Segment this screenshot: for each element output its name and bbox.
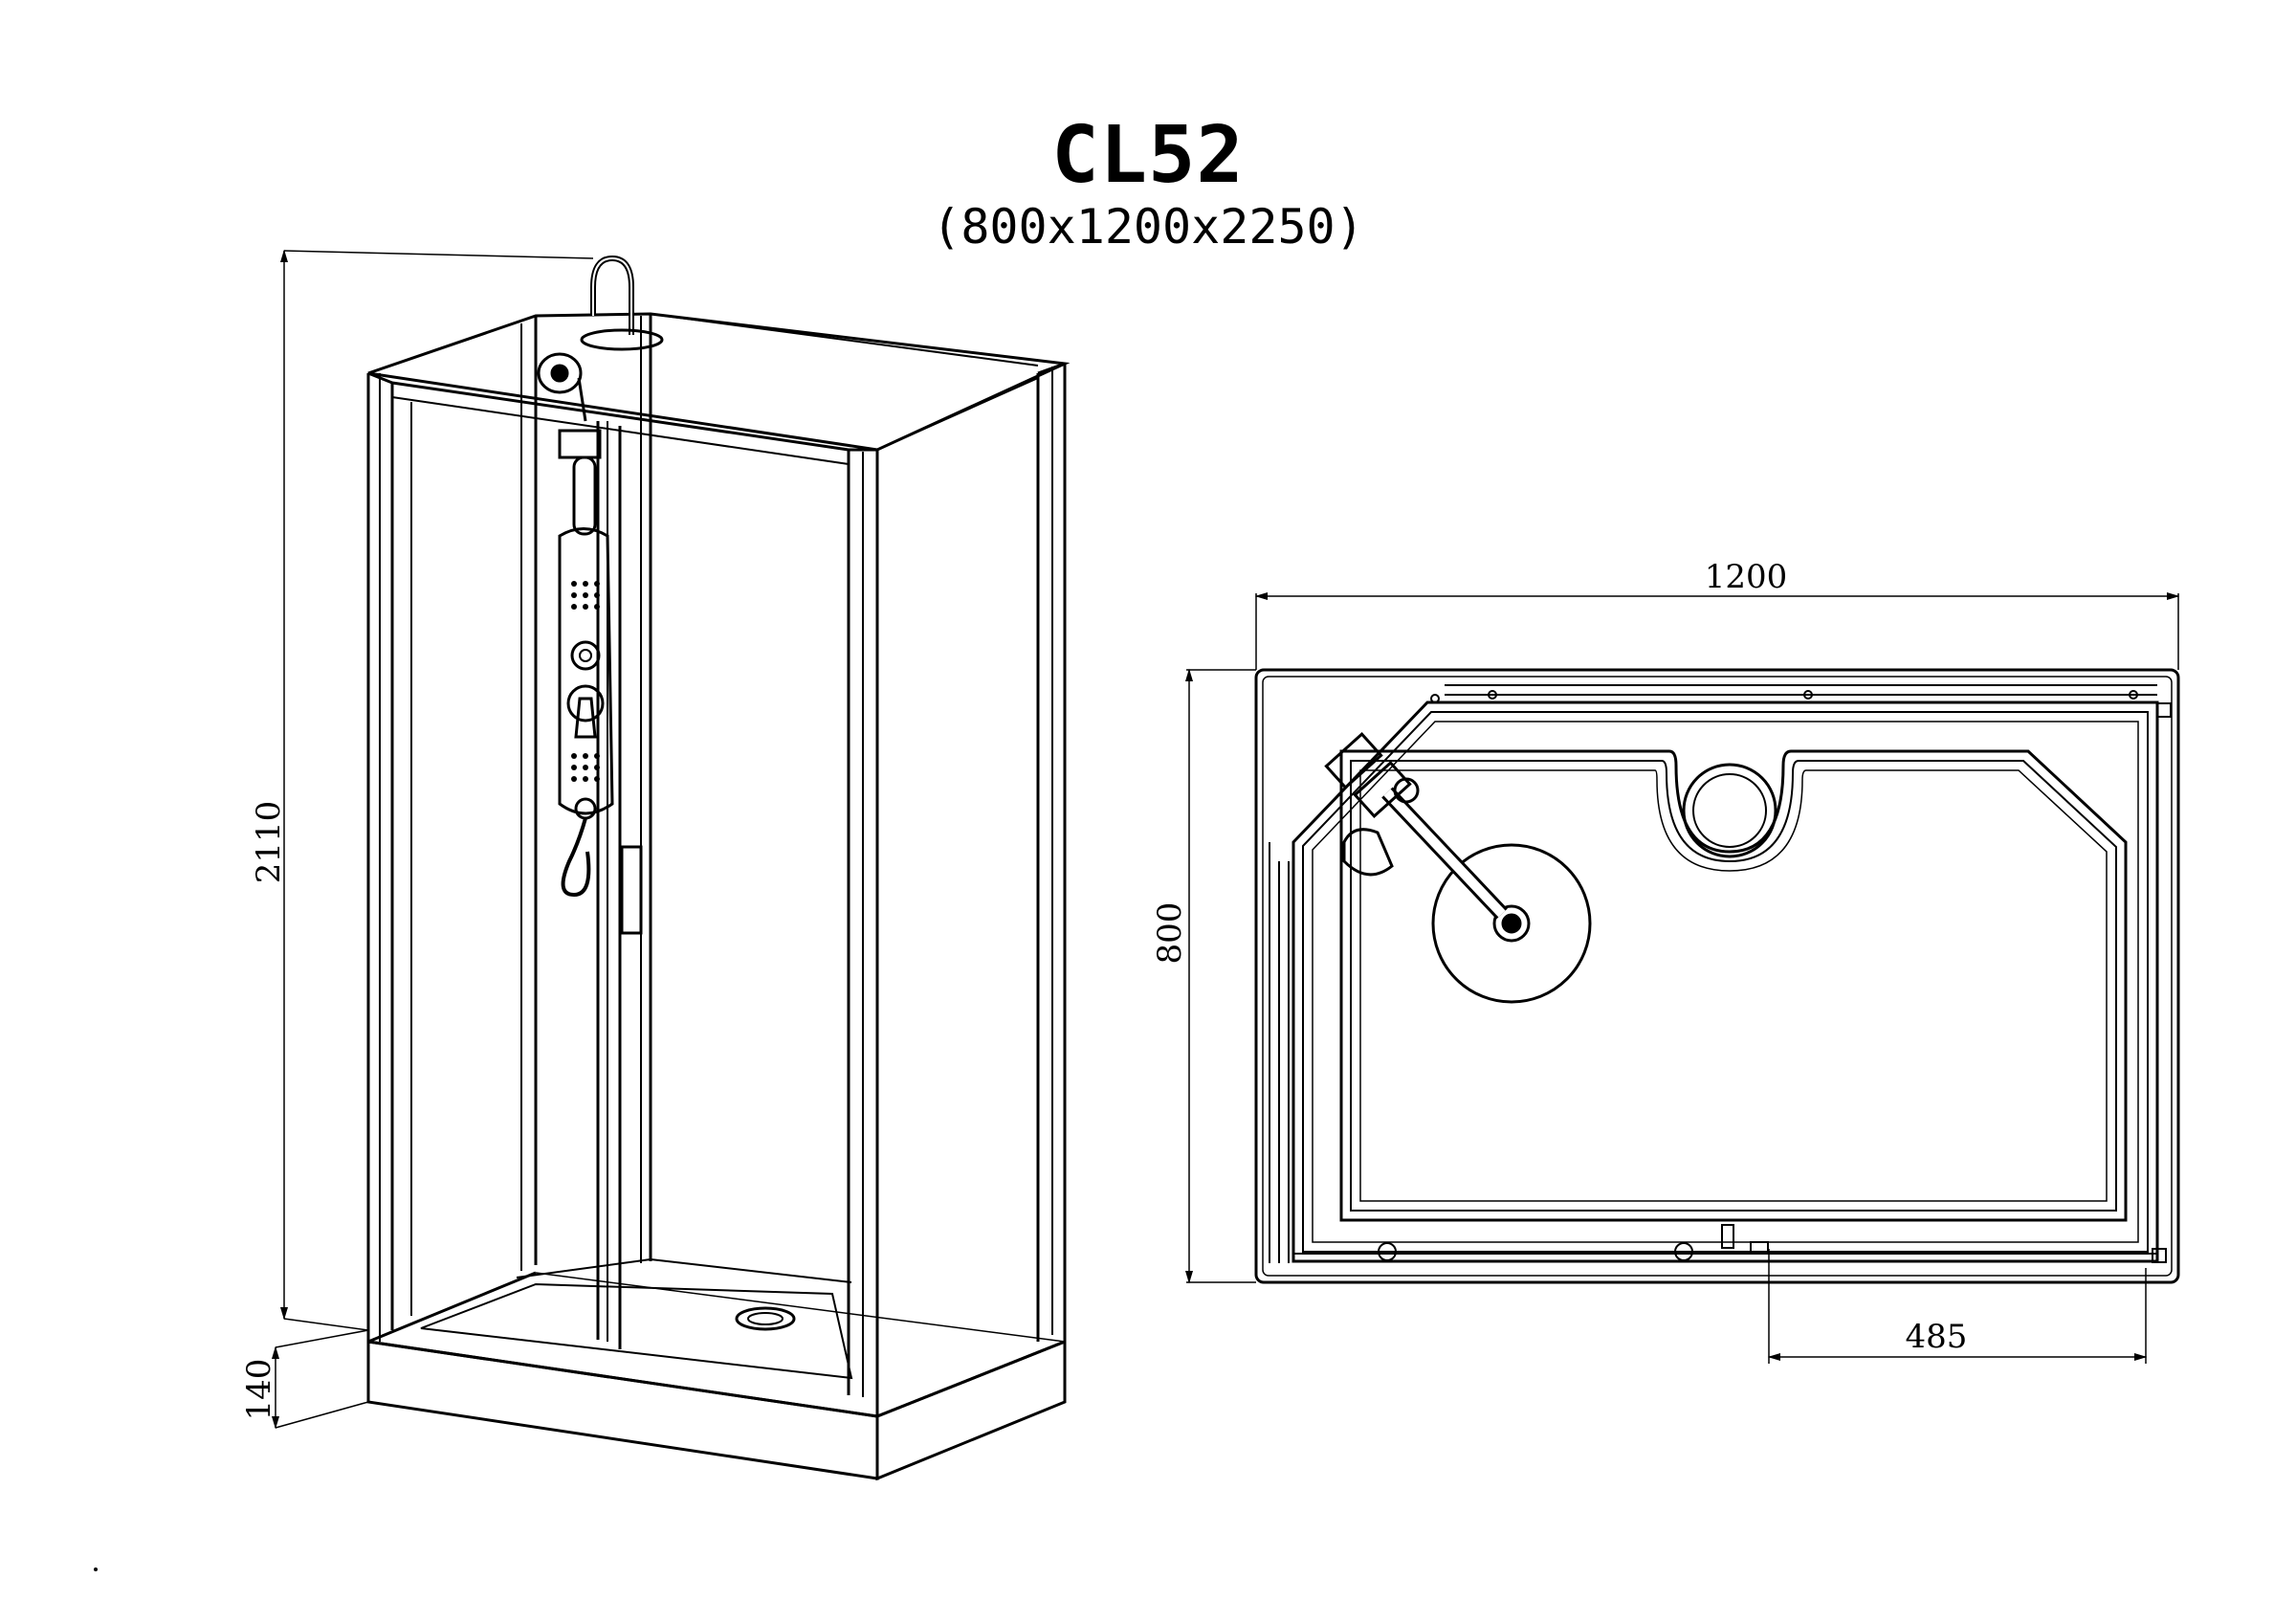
- door-handle: [620, 845, 643, 935]
- tray-height-label: 140: [240, 1359, 278, 1421]
- drain: [1682, 763, 1777, 858]
- model-title: CL52: [1051, 110, 1245, 201]
- drain-offset-dimension: [1767, 1249, 2148, 1364]
- plan-fixtures: [1378, 690, 2172, 1263]
- diverter-knob: [570, 640, 601, 671]
- tray-height-dimension: [271, 1329, 369, 1430]
- drain-offset-label: 485: [1906, 1318, 1968, 1356]
- shower-head-plan: [1324, 732, 1592, 1004]
- body-jets-bottom: [571, 753, 600, 782]
- rear-right-post: [1036, 362, 1067, 1342]
- shower-tray: [366, 1258, 1067, 1481]
- mixer-knob: [566, 684, 605, 723]
- width-label: 1200: [1705, 558, 1788, 596]
- sliding-door: [596, 421, 643, 1349]
- rear-corner-posts: [520, 314, 652, 1271]
- top-frame: [367, 312, 1071, 465]
- body-jets-top: [571, 581, 600, 610]
- left-front-post: [366, 371, 412, 1342]
- depth-label: 800: [1151, 902, 1189, 965]
- perspective-view: [271, 249, 1071, 1481]
- height-label: 2110: [250, 801, 288, 884]
- tray-outline: [1254, 668, 2180, 1284]
- width-dimension: [1254, 591, 2180, 670]
- stray-dot: [94, 1567, 98, 1571]
- right-front-post: [847, 448, 879, 1416]
- plan-view: [1184, 591, 2180, 1364]
- depth-dimension: [1184, 668, 1256, 1284]
- overall-dimensions: (800x1200x2250): [932, 199, 1364, 255]
- tray-basin: [1339, 749, 2128, 1222]
- height-dimension: [279, 249, 594, 1331]
- shower-panel: [537, 255, 664, 898]
